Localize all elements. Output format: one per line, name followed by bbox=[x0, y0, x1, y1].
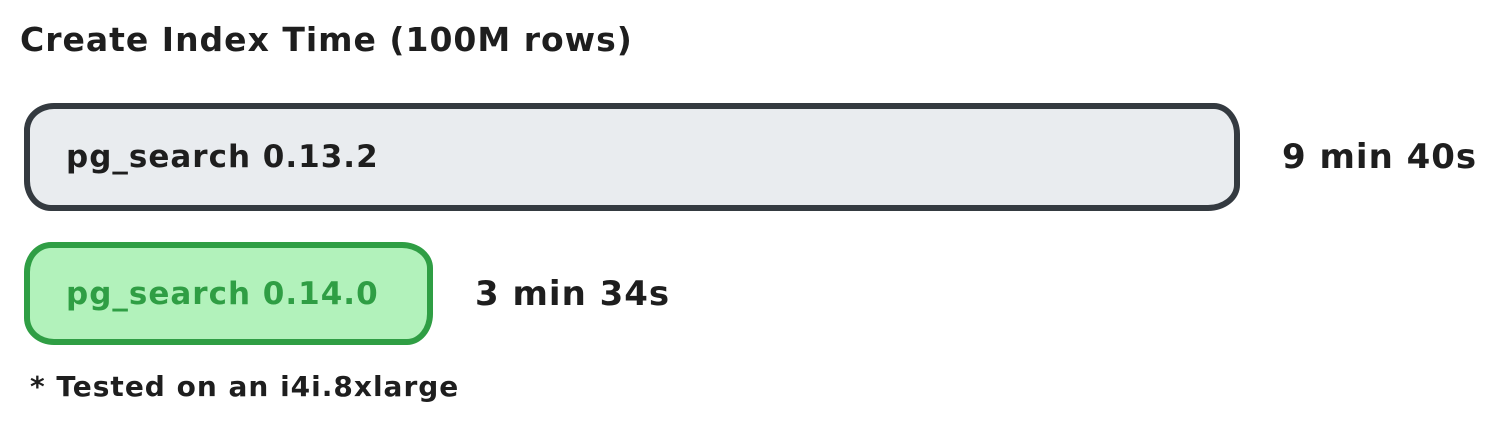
bar-row-pg-search-0-13-2: pg_search 0.13.2 9 min 40s bbox=[24, 103, 1477, 211]
chart-footnote: * Tested on an i4i.8xlarge bbox=[30, 370, 460, 403]
chart-title: Create Index Time (100M rows) bbox=[20, 20, 633, 59]
bar-label-pg-search-0-13-2: pg_search 0.13.2 bbox=[66, 139, 379, 175]
bar-value-pg-search-0-13-2: 9 min 40s bbox=[1282, 137, 1478, 177]
bar-pg-search-0-13-2: pg_search 0.13.2 bbox=[24, 103, 1240, 211]
bar-pg-search-0-14-0: pg_search 0.14.0 bbox=[24, 242, 433, 345]
bar-value-pg-search-0-14-0: 3 min 34s bbox=[475, 273, 671, 314]
bar-label-pg-search-0-14-0: pg_search 0.14.0 bbox=[66, 275, 379, 312]
bar-row-pg-search-0-14-0: pg_search 0.14.0 3 min 34s bbox=[24, 242, 670, 345]
